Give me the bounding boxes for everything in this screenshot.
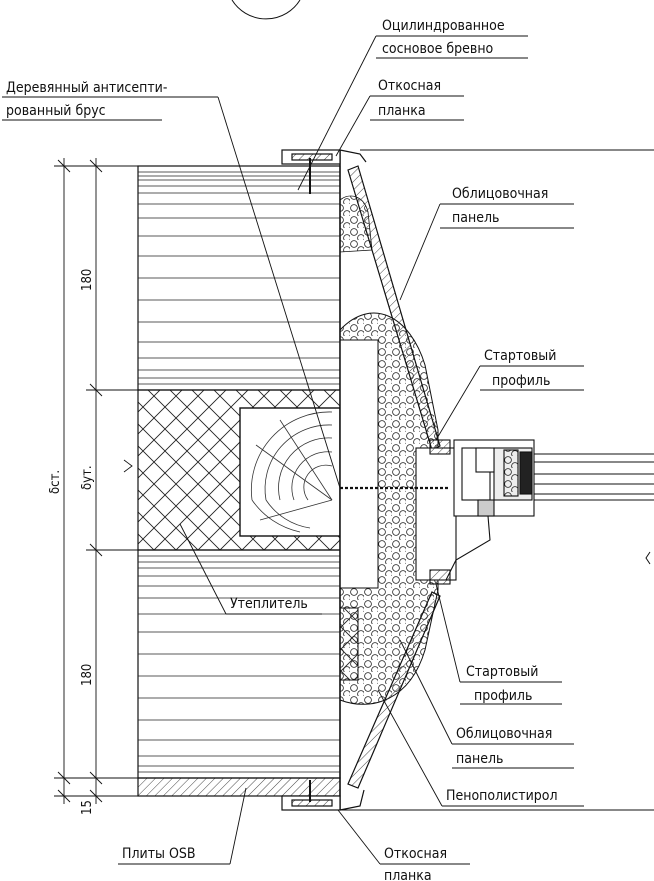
slope-bottom-label-line2: планка [384,868,432,881]
slope-bottom-label-line1: Откосная [384,846,447,862]
slope-plank-bottom [281,780,365,811]
slope-top-label-line2: планка [378,103,426,119]
start-top-label-line1: Стартовый [484,348,556,364]
leader-lines [2,35,584,865]
start-bottom-label-line1: Стартовый [466,664,538,680]
osb-label: Плиты OSB [122,846,196,862]
wooden-beam [239,407,341,537]
dimension-upper: 180 [80,269,95,291]
lower-facing-panel [347,591,441,789]
facing-top-label-line2: панель [452,210,499,226]
slope-plank-top [281,149,367,194]
upper-log [137,165,341,391]
beam-label-line1: Деревянный антисепти- [6,80,167,96]
dimension-lines [54,158,138,804]
detail-marker-arc [231,0,301,20]
dimension-osb: 15 [80,800,95,815]
dimension-insulation-thickness: δут. [80,465,95,490]
beam-label-line2: рованный брус [6,103,106,119]
log-label-line1: Оцилиндрованное [382,18,505,34]
side-hatched-block [339,607,359,681]
window-frame [415,439,654,585]
insulation-label: Утеплитель [230,596,308,612]
lower-log [137,549,341,779]
start-top-label-line2: профиль [492,373,550,389]
polystyrene-label: Пенополистирол [446,788,558,804]
facing-bottom-label-line2: панель [456,751,503,767]
log-label-line2: сосновое бревно [382,41,494,57]
facing-bottom-label-line1: Облицовочная [456,726,552,742]
dimension-lower: 180 [80,664,95,686]
start-bottom-label-line2: профиль [474,688,532,704]
facing-top-label-line1: Облицовочная [452,186,548,202]
slope-top-label-line1: Откосная [378,78,441,94]
dimension-wall-thickness: δст. [48,470,63,494]
